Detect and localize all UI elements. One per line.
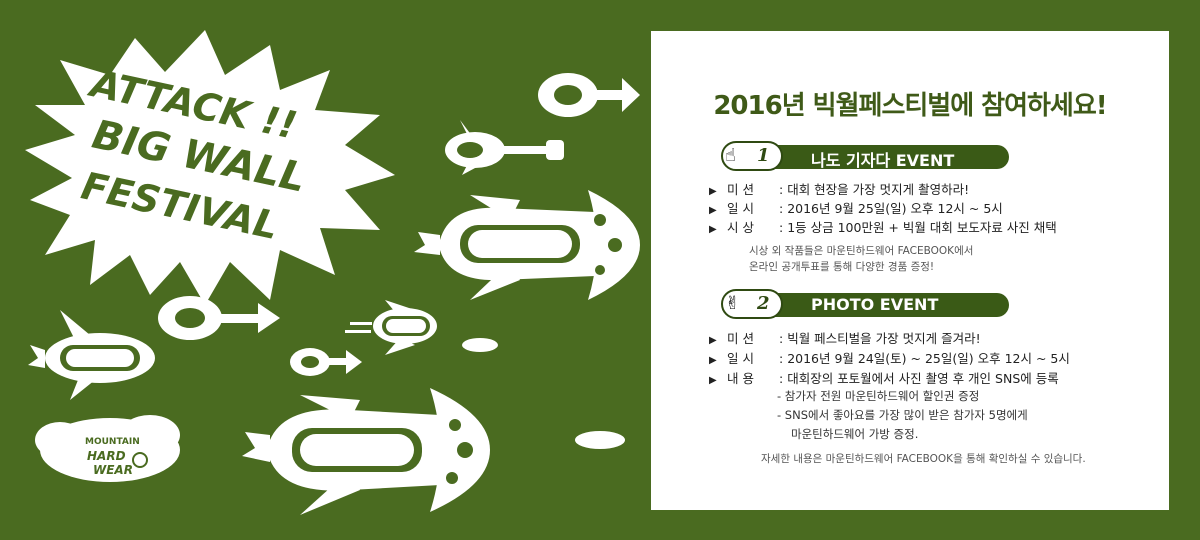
key-illustration-top xyxy=(538,73,640,117)
panel-headline: 2016년 빅월페스티벌에 참여하세요! xyxy=(713,91,1107,121)
event1-row-mission: ▶미 션: 대회 현장을 가장 멋지게 촬영하라! xyxy=(709,182,970,197)
hand-one-icon: ☝ xyxy=(725,145,736,166)
event1-row-date: ▶일 시: 2016년 9월 25일(일) 오후 12시 ~ 5시 xyxy=(709,201,1003,216)
rocket-large-1 xyxy=(414,190,640,300)
arrow-icon: ▶ xyxy=(709,335,717,346)
arrow-icon: ▶ xyxy=(709,205,717,216)
event2-row-date: ▶일 시: 2016년 9월 24일(토) ~ 25일(일) 오후 12시 ~ … xyxy=(709,351,1070,366)
event2-title: PHOTO EVENT xyxy=(811,295,939,314)
key-illustration-small xyxy=(290,348,362,376)
event2-sub-line3: 마운틴하드웨어 가방 증정. xyxy=(791,427,919,441)
event1-header: ☝ 1 나도 기자다 EVENT xyxy=(721,141,1011,171)
arrow-icon: ▶ xyxy=(709,375,717,386)
key-illustration-mid xyxy=(158,296,280,340)
plane-left xyxy=(28,310,155,400)
festival-artwork: ATTACK !! BIG WALL FESTIVAL xyxy=(25,30,640,515)
event2-row-content: ▶내 용: 대회장의 포토월에서 사진 촬영 후 개인 SNS에 등록 xyxy=(709,371,1059,386)
event2-sub-line1: - 참가자 전원 마운틴하드웨어 할인권 증정 xyxy=(777,389,980,403)
event1-title-bar xyxy=(739,145,1009,169)
logo-wear: WEAR xyxy=(93,463,133,477)
event2-note: 자세한 내용은 마운틴하드웨어 FACEBOOK을 통해 확인하실 수 있습니다… xyxy=(761,453,1086,465)
arrow-icon: ▶ xyxy=(709,355,717,366)
event1-number: 1 xyxy=(757,145,770,166)
plane-guitar xyxy=(445,120,564,175)
event2-row-mission: ▶미 션: 빅월 페스티벌을 가장 멋지게 즐겨라! xyxy=(709,331,981,346)
event-info-panel: 2016년 빅월페스티벌에 참여하세요! ☝ 1 나도 기자다 EVENT ▶미… xyxy=(651,31,1169,510)
event2-badge xyxy=(721,289,783,319)
starburst-shape xyxy=(25,30,395,305)
cloud-2 xyxy=(575,431,625,449)
event2-sub-line2: - SNS에서 좋아요를 가장 많이 받은 참가자 5명에게 xyxy=(777,408,1028,422)
arrow-icon: ▶ xyxy=(709,224,717,235)
event1-note-line1: 시상 외 작품들은 마운틴하드웨어 FACEBOOK에서 xyxy=(749,245,974,257)
logo-mountain: MOUNTAIN xyxy=(85,437,140,447)
event1-row-prize: ▶시 상: 1등 상금 100만원 + 빅월 대회 보도자료 사진 채택 xyxy=(709,220,1057,235)
arrow-icon: ▶ xyxy=(709,186,717,197)
plane-small-right xyxy=(345,300,437,355)
logo-hard: HARD xyxy=(87,449,126,463)
mountain-hardwear-logo: MOUNTAIN HARD WEAR xyxy=(35,415,180,482)
event2-header: ✌ 2 PHOTO EVENT xyxy=(721,289,1021,319)
hand-two-icon: ✌ xyxy=(725,293,741,314)
event1-note-line2: 온라인 공개투표를 통해 다양한 경품 증정! xyxy=(749,261,935,273)
event2-title-bar xyxy=(739,293,1009,317)
event1-title: 나도 기자다 EVENT xyxy=(811,151,955,170)
event2-number: 2 xyxy=(757,293,770,314)
cloud-1 xyxy=(462,338,498,352)
event1-badge xyxy=(721,141,783,171)
rocket-large-2 xyxy=(242,388,490,515)
